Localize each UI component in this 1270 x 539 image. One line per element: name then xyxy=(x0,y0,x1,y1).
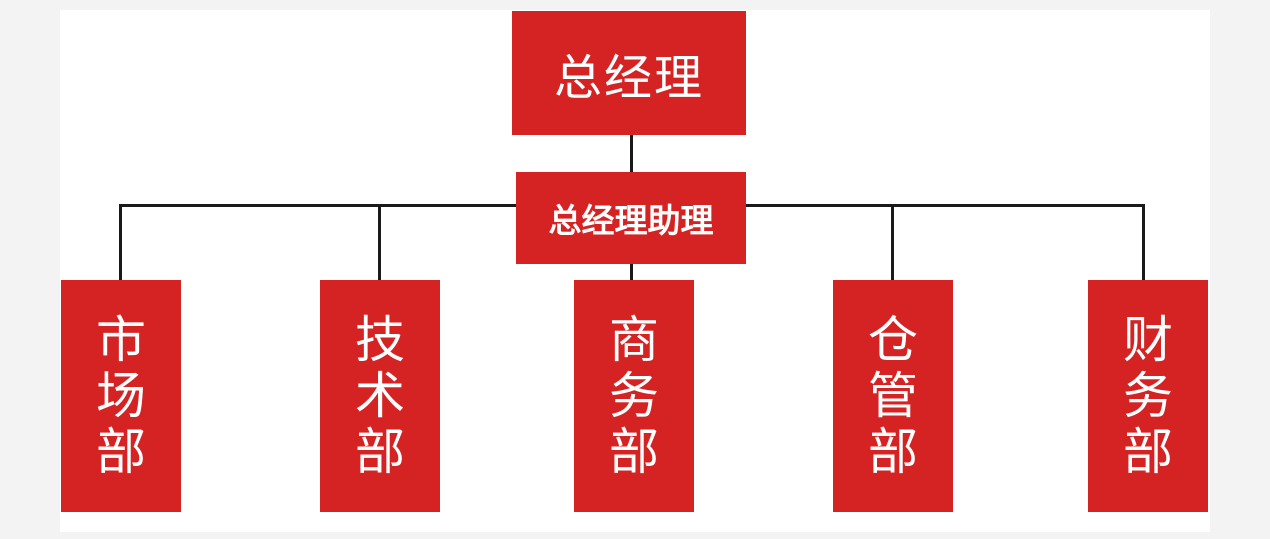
dept-label-warehouse: 仓管部 xyxy=(868,311,918,481)
general-manager-box: 总经理 xyxy=(512,11,746,135)
dept-box-marketing: 市场部 xyxy=(61,280,181,512)
dept-box-business: 商务部 xyxy=(574,280,694,512)
connector-dept-4 xyxy=(891,204,894,280)
connector-dept-3 xyxy=(630,262,633,280)
dept-label-business: 商务部 xyxy=(609,311,659,481)
connector-top-vertical xyxy=(630,135,633,175)
general-manager-label: 总经理 xyxy=(553,50,704,106)
assistant-gm-label: 总经理助理 xyxy=(548,201,714,240)
dept-box-warehouse: 仓管部 xyxy=(833,280,953,512)
dept-label-technology: 技术部 xyxy=(355,311,405,481)
assistant-gm-box: 总经理助理 xyxy=(516,172,746,264)
dept-box-technology: 技术部 xyxy=(320,280,440,512)
dept-label-finance: 财务部 xyxy=(1123,311,1173,481)
connector-dept-2 xyxy=(378,204,381,280)
dept-label-marketing: 市场部 xyxy=(96,311,146,481)
connector-dept-5 xyxy=(1142,204,1145,280)
connector-dept-1 xyxy=(119,204,122,280)
dept-box-finance: 财务部 xyxy=(1088,280,1208,512)
